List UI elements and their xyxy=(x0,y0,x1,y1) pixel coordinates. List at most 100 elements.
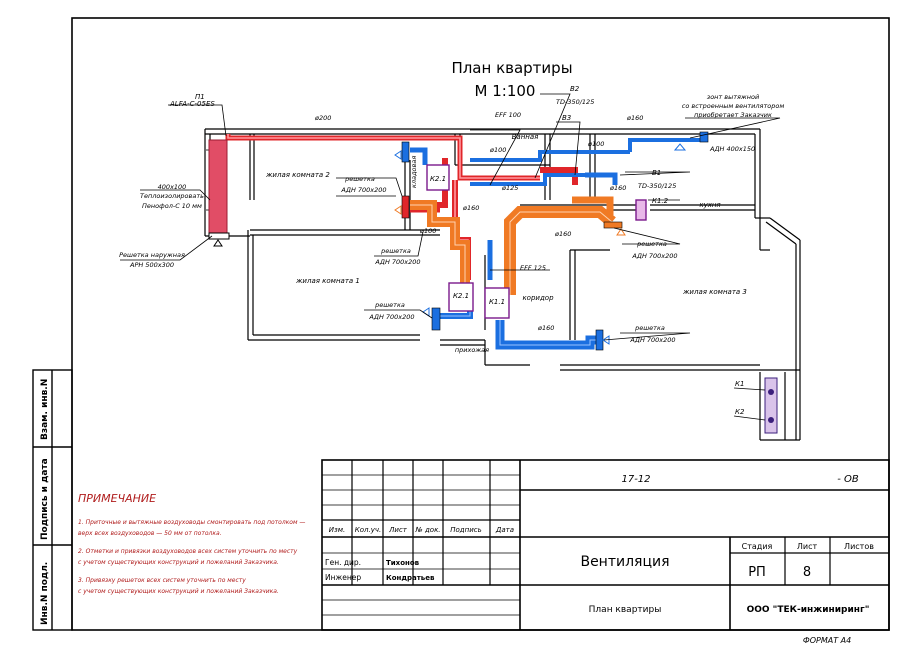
room-hall: прихожая xyxy=(455,346,489,354)
name-2: Кондратьев xyxy=(386,574,435,582)
label-d160-mid: ø160 xyxy=(554,230,571,238)
label-grille-kitchen-2: АДН 700х200 xyxy=(631,252,677,260)
label-grille-lr3-1: решетка xyxy=(634,324,665,332)
room-kitchen: кухня xyxy=(699,201,720,209)
label-eff125: EFF 125 xyxy=(520,264,546,272)
label-d160-b1: ø160 xyxy=(609,184,626,192)
side-replaced: Взам. инв.N xyxy=(40,379,50,440)
note-2b: с учетом существующих конструкций и поже… xyxy=(78,559,279,566)
label-k12: К1.2 xyxy=(652,197,669,205)
grille-lr2 xyxy=(401,141,410,163)
label-k1: К1 xyxy=(735,380,744,388)
label-d200: ø200 xyxy=(314,114,331,122)
plan-scale: М 1:100 xyxy=(475,82,536,100)
side-stamp xyxy=(32,369,73,631)
label-grille-lr2-2: АДН 700х200 xyxy=(340,186,386,194)
hood-grille xyxy=(699,131,709,143)
label-hood-grille: АДН 400х150 xyxy=(709,145,755,153)
label-grille-kitchen-1: решетка xyxy=(636,240,667,248)
label-d100-mid: ø100 xyxy=(419,227,436,235)
label-k21: К2.1 xyxy=(430,175,446,183)
sheets-label: Листов xyxy=(844,542,874,551)
room-living1: жилая комната 1 xyxy=(295,277,360,285)
section-name: Вентиляция xyxy=(580,554,669,570)
label-insulation-2: Теплоизолировать xyxy=(140,192,204,200)
label-hood-3: приобретает Заказчик xyxy=(694,111,772,119)
shaft-k1-k2 xyxy=(764,377,778,434)
col-list: Лист xyxy=(388,526,408,534)
role-2: Инженер xyxy=(325,573,361,582)
room-corridor: коридор xyxy=(522,294,554,302)
label-grille-lr1b-1: решетка xyxy=(374,301,405,309)
label-k11: К1.1 xyxy=(489,298,505,306)
col-podp: Подпись xyxy=(450,526,482,534)
shaft-k2-dot xyxy=(768,417,774,423)
col-ndok: № док. xyxy=(414,526,440,534)
stage-label: Стадия xyxy=(742,542,773,551)
doc-code-left: 17-12 xyxy=(621,474,650,485)
label-d160-a: ø160 xyxy=(462,204,479,212)
shaft-k1-dot xyxy=(768,389,774,395)
label-hood-2: со встроенным вентилятором xyxy=(682,102,785,110)
notes-heading: ПРИМЕЧАНИЕ xyxy=(78,492,156,505)
plan-title: План квартиры xyxy=(451,59,572,77)
label-ext-grille-1: Решетка наружная xyxy=(119,251,185,259)
name-1: Тихонов xyxy=(386,559,420,567)
orange-ducts xyxy=(410,196,616,295)
label-grille-lr2-1: решетка xyxy=(344,175,375,183)
label-grille-lr1-1: решетка xyxy=(380,247,411,255)
supply-intake-duct xyxy=(208,139,228,236)
grille-lr3 xyxy=(595,329,604,351)
label-b2-model: TD-350/125 xyxy=(556,98,594,106)
label-hood-1: зонт вытяжной xyxy=(707,93,760,101)
title-block-grid xyxy=(321,459,890,631)
col-data: Дата xyxy=(495,526,514,534)
leader-lines xyxy=(120,93,781,421)
note-3a: 3. Привязку решеток всех систем уточнить… xyxy=(78,577,246,584)
label-b3: В3 xyxy=(562,114,571,122)
label-p1: П1 xyxy=(195,93,205,101)
label-insulation-3: Пенофол-С 10 мм xyxy=(142,202,202,210)
label-grille-lr1-2: АДН 700х200 xyxy=(374,258,420,266)
stage-value: РП xyxy=(748,565,766,580)
drawing-name: План квартиры xyxy=(589,605,662,615)
room-living3: жилая комната 3 xyxy=(682,288,747,296)
equipment-boxes xyxy=(426,164,647,319)
ext-grille-symbol xyxy=(208,232,230,240)
note-2a: 2. Отметки и привязки воздуховодов всех … xyxy=(78,548,298,555)
label-d160-corridor: ø160 xyxy=(537,324,554,332)
label-ext-grille-2: АРН 500х300 xyxy=(129,261,174,269)
label-eff100: EFF 100 xyxy=(495,111,521,119)
label-k21-lower: К2.1 xyxy=(453,292,469,300)
label-k2: К2 xyxy=(735,408,745,416)
label-grille-lr1b-2: АДН 700х200 xyxy=(368,313,414,321)
label-b2: В2 xyxy=(570,85,580,93)
note-1b: верх всех воздуховодов — 50 мм от потолк… xyxy=(78,530,222,537)
sheet-label: Лист xyxy=(797,542,818,551)
label-d160-top: ø160 xyxy=(626,114,643,122)
label-d100-top: ø100 xyxy=(489,146,506,154)
room-bathroom: Ванная xyxy=(512,133,539,141)
format-label: ФОРМАТ А4 xyxy=(803,636,851,645)
room-pantry: кладовая xyxy=(410,156,418,188)
room-living2: жилая комната 2 xyxy=(265,171,330,179)
label-b1: В1 xyxy=(652,169,661,177)
doc-code-right: - ОВ xyxy=(837,474,859,485)
role-1: Ген. дир. xyxy=(325,558,361,567)
label-p1-model: ALFA-C-05ES xyxy=(169,100,215,108)
side-inv-orig: Инв.N подл. xyxy=(40,562,50,625)
col-kol: Кол.уч. xyxy=(355,526,381,534)
company-name: ООО "ТЕК-инжиниринг" xyxy=(747,605,870,615)
label-grille-lr3-2: АДН 700х200 xyxy=(629,336,675,344)
grille-lr1b xyxy=(431,307,441,331)
label-d100-right: ø100 xyxy=(587,140,604,148)
grille-kitchen xyxy=(603,221,623,229)
col-izm: Изм. xyxy=(329,526,345,534)
sheet-value: 8 xyxy=(803,565,811,580)
note-3b: с учетом существующих конструкций и поже… xyxy=(78,588,279,595)
side-sign-date: Подпись и дата xyxy=(40,458,50,540)
orange-duct-hatching xyxy=(410,204,613,295)
grille-lr1 xyxy=(401,195,410,219)
label-b1-model: TD-350/125 xyxy=(638,182,676,190)
